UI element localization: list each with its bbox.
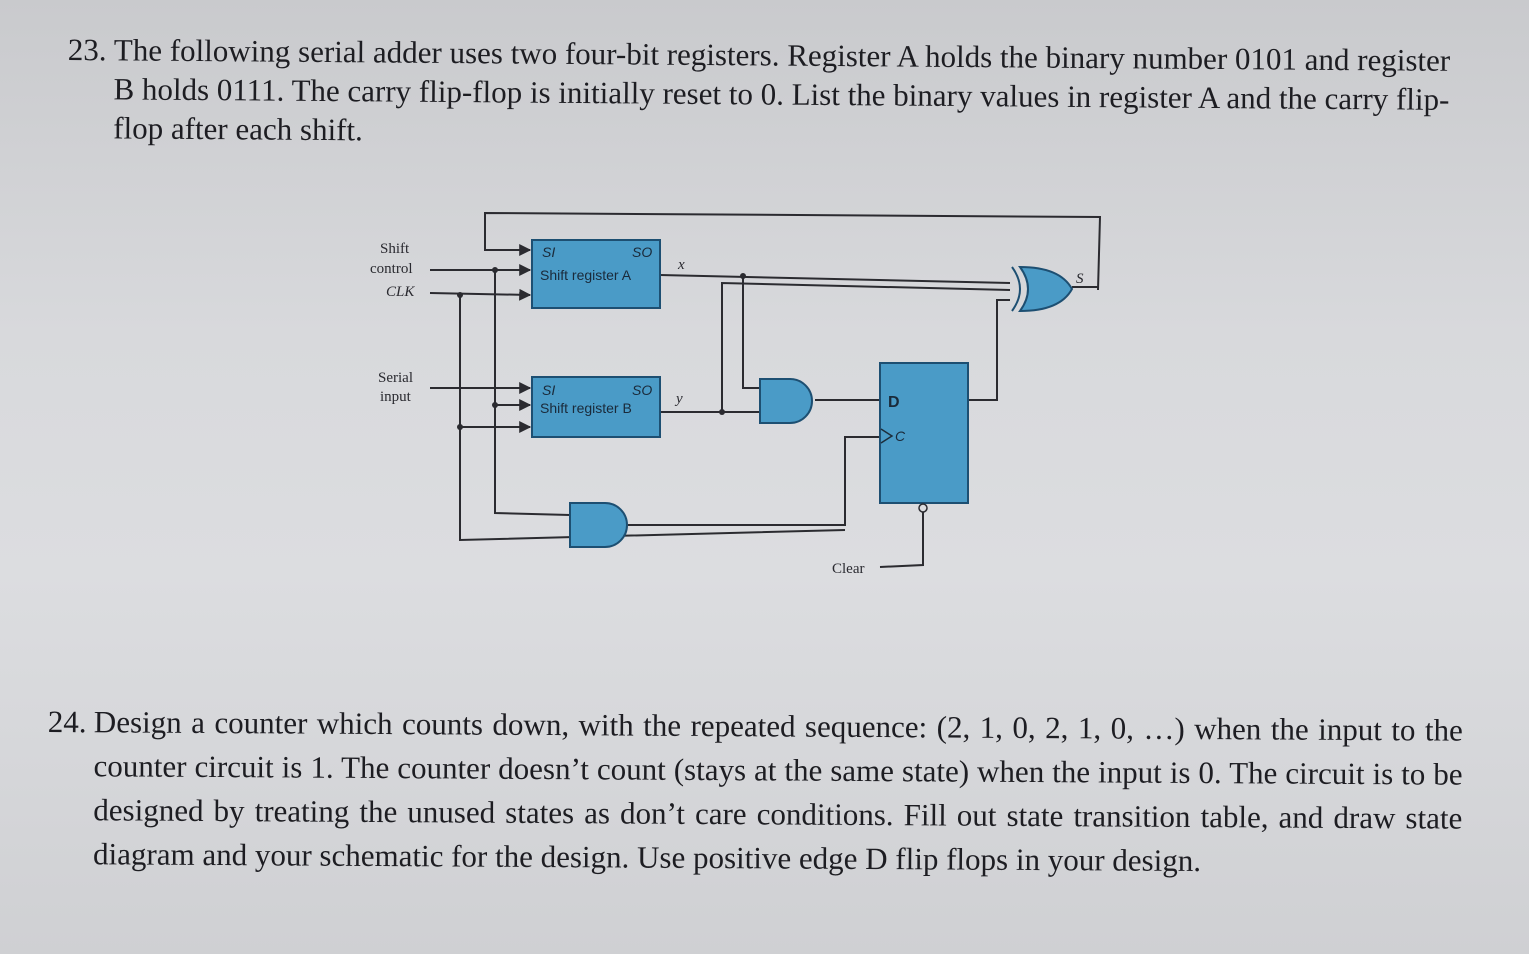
flip-flop-c-label: C	[895, 428, 906, 444]
shift-register-a	[531, 239, 661, 309]
reg-b-name: Shift register B	[540, 400, 632, 416]
reg-b-si-label: SI	[542, 382, 555, 398]
problem-24-text: Design a counter which counts down, with…	[92, 704, 1463, 879]
problem-23-number: 23.	[67, 31, 107, 68]
x-label: x	[677, 257, 685, 273]
control-label: control	[370, 261, 413, 277]
problem-23: 23. The following serial adder uses two …	[67, 30, 1458, 158]
y-label: y	[674, 391, 683, 407]
wires	[429, 211, 1102, 568]
problem-24: 24. Design a counter which counts down, …	[47, 700, 1463, 885]
carry-flip-flop	[879, 362, 969, 504]
clk-label: CLK	[386, 284, 415, 300]
wire-junctions	[457, 267, 746, 430]
shift-label: Shift	[380, 241, 410, 257]
xor-gate	[1011, 265, 1074, 313]
reg-a-so-label: SO	[632, 244, 652, 260]
serial-label: Serial	[378, 370, 413, 386]
reg-b-so-label: SO	[632, 382, 652, 398]
reg-a-name: Shift register A	[540, 267, 632, 283]
problem-24-number: 24.	[47, 703, 87, 740]
input-label: input	[380, 389, 412, 405]
reg-a-si-label: SI	[542, 244, 555, 260]
s-label: S	[1076, 271, 1084, 287]
clear-bubble	[918, 503, 928, 513]
serial-adder-diagram: SI SO Shift register A SI SO Shift regis…	[370, 211, 1102, 577]
flip-flop-d-label: D	[888, 394, 900, 411]
clock-triangle	[880, 428, 894, 444]
and-gate-clock	[569, 502, 628, 548]
and-gate-carry	[759, 378, 813, 424]
shift-register-b	[531, 376, 661, 438]
problem-23-text: The following serial adder uses two four…	[113, 32, 1451, 148]
clear-label: Clear	[832, 561, 864, 577]
